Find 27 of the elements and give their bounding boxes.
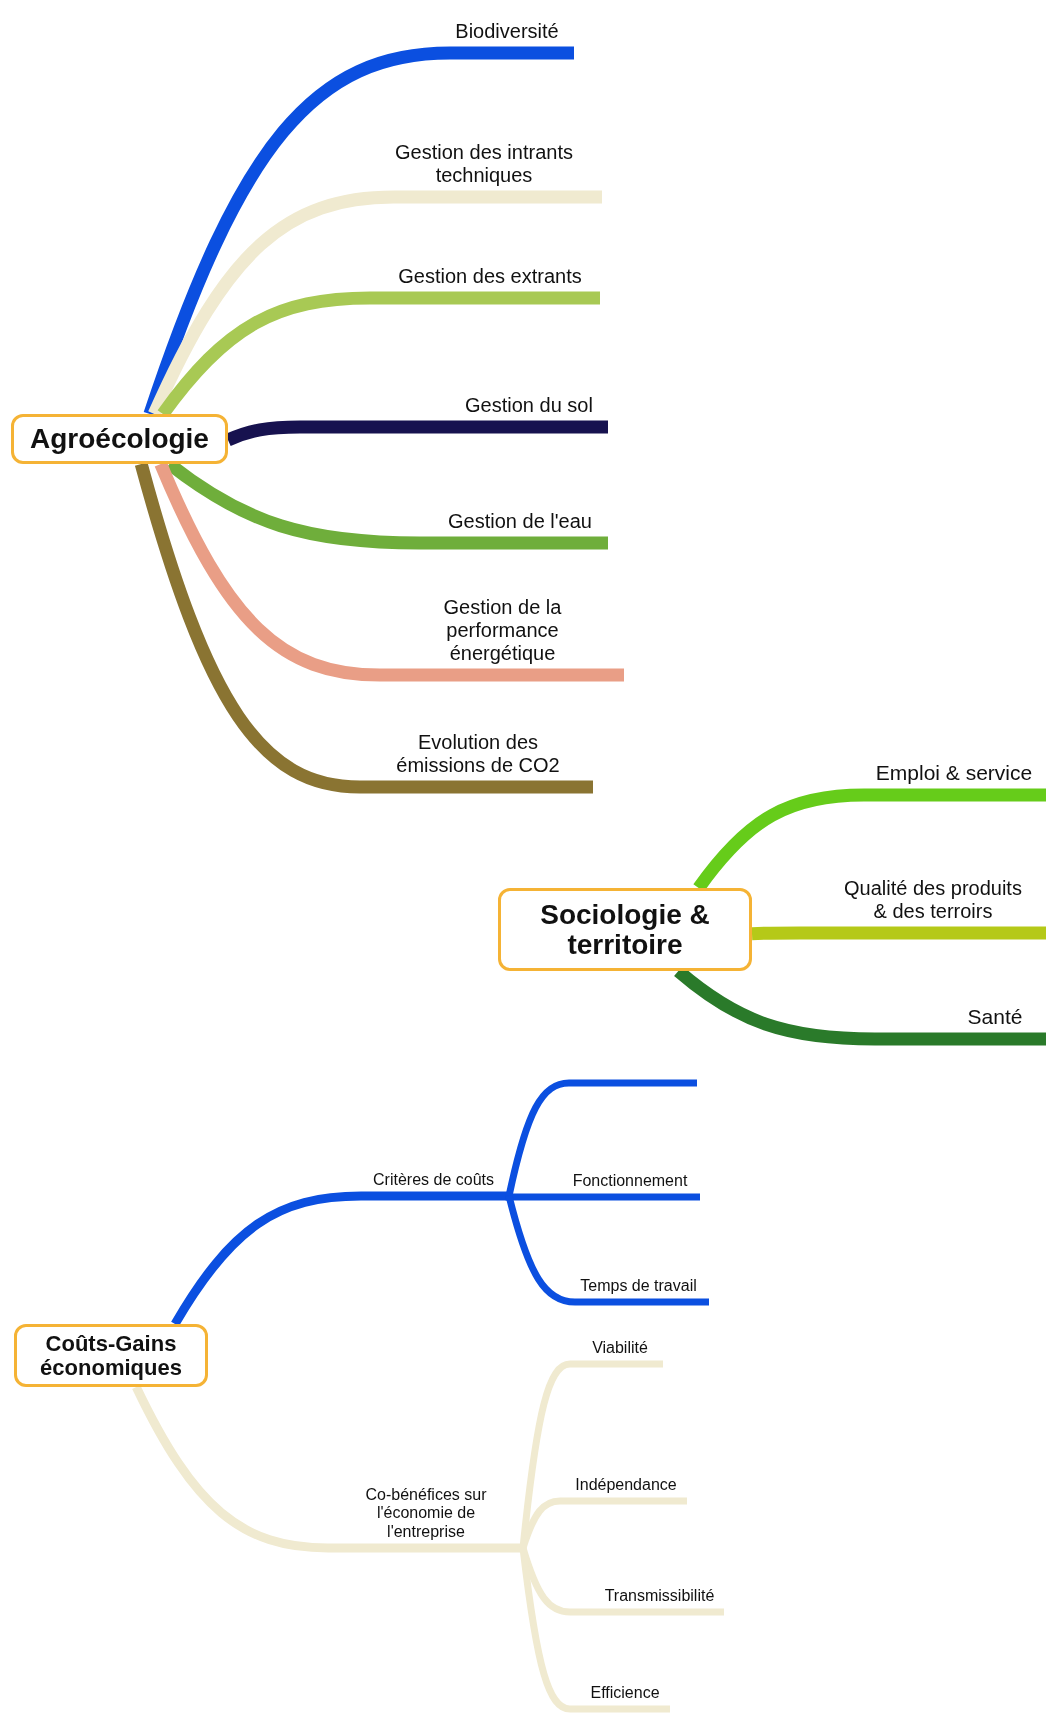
topic-label: Coûts-Gains économiques	[39, 1332, 183, 1379]
branch-label: Qualité des produits & des terroirs	[836, 871, 1046, 923]
branch-label: Gestion des intrants techniques	[372, 137, 602, 187]
branch-label: Evolution des émissions de CO2	[378, 727, 593, 777]
topic-label: Agroécologie	[29, 424, 210, 454]
branch-line	[751, 926, 1046, 941]
branch-label: Indépendance	[565, 1472, 687, 1494]
branch-label: Gestion du sol	[450, 391, 608, 417]
topic-box	[14, 1324, 208, 1387]
topic-box	[498, 888, 752, 971]
branch-label: Co-bénéfices sur l'économie de l'entreprise	[352, 1479, 523, 1541]
branch-label: Viabilité	[580, 1335, 663, 1357]
branch-label: Santé	[955, 1001, 1046, 1029]
branch-line	[134, 462, 593, 794]
branch-label: Gestion de la performance énergétique	[420, 591, 624, 665]
branch-label: Gestion de l'eau	[432, 507, 608, 533]
branch-label: Transmissibilité	[595, 1583, 724, 1605]
branch-label: Critères de coûts	[362, 1167, 509, 1189]
branch-label: Gestion des extrants	[380, 262, 600, 288]
branch-label: Fonctionnement	[560, 1168, 700, 1190]
branch-label: Efficience	[582, 1680, 670, 1702]
topic-box	[11, 414, 228, 464]
branch-line	[132, 1385, 523, 1553]
branch-label: Temps de travail	[568, 1273, 709, 1295]
topic-label: Sociologie & territoire	[539, 900, 711, 959]
branch-label: Biodiversité	[440, 17, 574, 43]
branch-label: Emploi & service	[862, 757, 1046, 785]
